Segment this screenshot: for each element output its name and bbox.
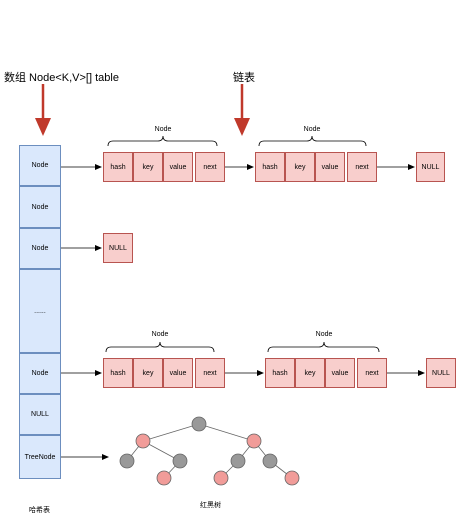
node-brace-label: Node bbox=[151, 331, 169, 338]
brace-icon bbox=[107, 135, 218, 147]
node-brace-label: Node bbox=[315, 331, 333, 338]
tree-node-black bbox=[172, 453, 188, 469]
brace-icon bbox=[258, 135, 367, 147]
node-value: value bbox=[163, 358, 193, 388]
bucket-1: Node bbox=[19, 186, 61, 228]
tree-node-black bbox=[230, 453, 246, 469]
red-arrow-array bbox=[35, 84, 51, 136]
tree-node-red bbox=[156, 470, 172, 486]
node-next: next bbox=[195, 358, 225, 388]
node-key: key bbox=[285, 152, 315, 182]
node-hash: hash bbox=[103, 152, 133, 182]
tree-node-black bbox=[119, 453, 135, 469]
tree-node-red bbox=[135, 433, 151, 449]
node-next: next bbox=[347, 152, 377, 182]
node-hash: hash bbox=[103, 358, 133, 388]
node-value: value bbox=[163, 152, 193, 182]
red-black-tree bbox=[119, 416, 300, 486]
tree-node-black bbox=[191, 416, 207, 432]
bucket-ellipsis: ...... bbox=[19, 269, 61, 353]
null-box: NULL bbox=[103, 233, 133, 263]
brace-icon bbox=[267, 341, 380, 353]
linked-list-title: 链表 bbox=[233, 72, 255, 84]
bucket-0: Node bbox=[19, 145, 61, 186]
node-key: key bbox=[295, 358, 325, 388]
tree-node-red bbox=[213, 470, 229, 486]
node-hash: hash bbox=[255, 152, 285, 182]
bucket-5: NULL bbox=[19, 394, 61, 435]
hash-table-label: 哈希表 bbox=[29, 507, 50, 514]
node-next: next bbox=[357, 358, 387, 388]
bucket-2: Node bbox=[19, 228, 61, 269]
bucket-tree: TreeNode bbox=[19, 435, 61, 479]
node-key: key bbox=[133, 152, 163, 182]
node-hash: hash bbox=[265, 358, 295, 388]
node-brace-label: Node bbox=[303, 126, 321, 133]
null-box: NULL bbox=[416, 152, 445, 182]
tree-node-black bbox=[262, 453, 278, 469]
array-title: 数组 Node<K,V>[] table bbox=[4, 72, 119, 84]
null-box: NULL bbox=[426, 358, 456, 388]
node-next: next bbox=[195, 152, 225, 182]
tree-node-red bbox=[246, 433, 262, 449]
rb-tree-label: 红黑树 bbox=[200, 502, 221, 509]
bucket-4: Node bbox=[19, 353, 61, 394]
brace-icon bbox=[105, 341, 215, 353]
tree-node-red bbox=[284, 470, 300, 486]
node-value: value bbox=[315, 152, 345, 182]
node-key: key bbox=[133, 358, 163, 388]
node-value: value bbox=[325, 358, 355, 388]
node-brace-label: Node bbox=[154, 126, 172, 133]
red-arrow-list bbox=[234, 84, 250, 136]
